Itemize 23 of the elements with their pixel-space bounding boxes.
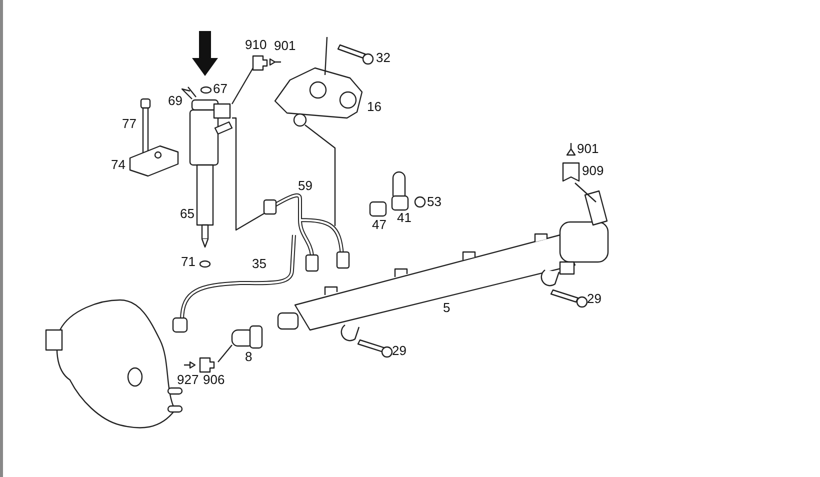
- callout-number: 74: [111, 158, 126, 171]
- callout-number: 906: [203, 373, 225, 386]
- callout-number: 69: [168, 94, 182, 107]
- callout-number: 909: [582, 164, 604, 177]
- callout-number: 5: [443, 301, 450, 314]
- callout-number: 901: [274, 39, 296, 52]
- callout-number: 47: [372, 218, 386, 231]
- callout-number: 901: [577, 142, 599, 155]
- callout-number: 29: [587, 292, 602, 305]
- callout-number: 77: [122, 117, 136, 130]
- callout-number: 35: [252, 257, 266, 270]
- callout-number: 16: [367, 100, 382, 113]
- callout-number: 41: [397, 211, 412, 224]
- callout-number: 32: [376, 51, 390, 64]
- callout-number: 67: [213, 82, 228, 95]
- callout-number: 8: [245, 350, 252, 363]
- callout-number: 71: [181, 255, 196, 268]
- callout-number: 53: [427, 195, 442, 208]
- callout-number: 927: [177, 373, 199, 386]
- callout-number: 29: [392, 344, 406, 357]
- callout-number: 65: [180, 207, 194, 220]
- callout-number: 59: [298, 179, 312, 192]
- callout-number: 910: [245, 38, 267, 51]
